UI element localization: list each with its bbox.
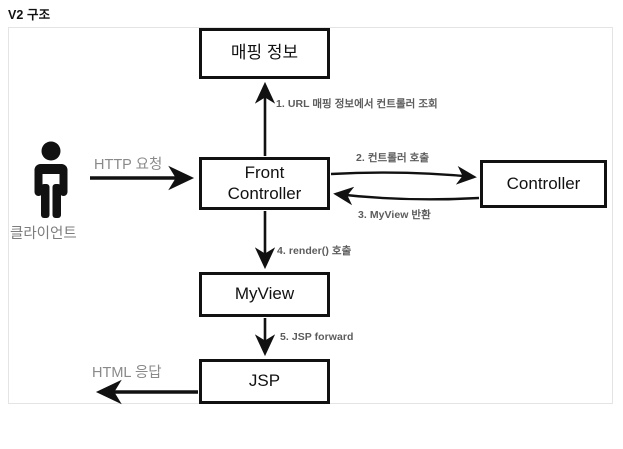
edge-label-step-1: 1. URL 매핑 정보에서 컨트롤러 조회: [276, 98, 438, 110]
node-front-controller-label: Front Controller: [227, 163, 302, 203]
diagram-frame: [8, 27, 613, 404]
node-mapping-info-label: 매핑 정보: [230, 43, 299, 63]
node-front-controller[interactable]: Front Controller: [199, 157, 330, 210]
edge-label-step-3: 3. MyView 반환: [358, 209, 431, 221]
node-jsp-label: JSP: [248, 371, 281, 391]
page-title: V2 구조: [8, 8, 51, 22]
node-mapping-info[interactable]: 매핑 정보: [199, 28, 330, 79]
node-myview[interactable]: MyView: [199, 272, 330, 317]
edge-label-html-response: HTML 응답: [92, 365, 162, 381]
client-actor-label: 클라이언트: [10, 226, 77, 242]
node-controller-label: Controller: [506, 173, 581, 193]
node-myview-label: MyView: [234, 284, 295, 304]
edge-label-http-request: HTTP 요청: [94, 157, 163, 173]
client-actor-icon: [34, 141, 68, 218]
node-jsp[interactable]: JSP: [199, 359, 330, 404]
node-controller[interactable]: Controller: [480, 160, 607, 208]
edge-label-step-5: 5. JSP forward: [280, 331, 354, 343]
edge-label-step-4: 4. render() 호출: [277, 245, 352, 257]
edge-label-step-2: 2. 컨트롤러 호출: [356, 152, 430, 164]
